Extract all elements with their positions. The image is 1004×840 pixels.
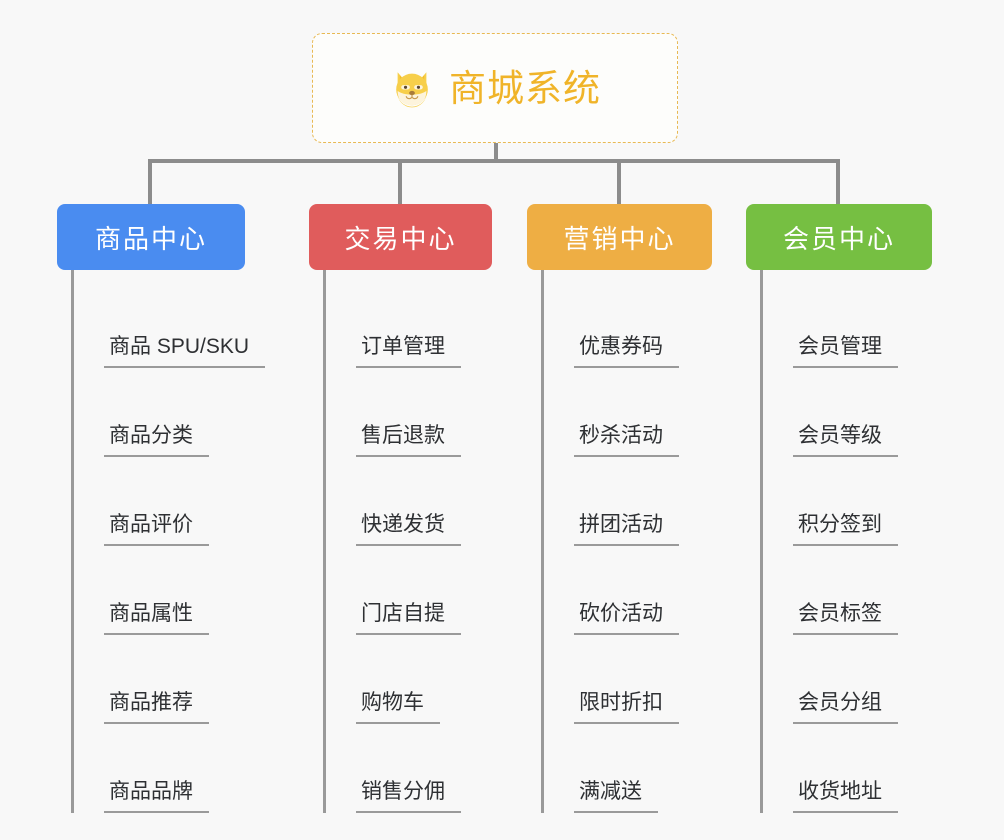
list-item[interactable]: 优惠券码 [544, 279, 712, 368]
category-header-3[interactable]: 营销中心 [527, 204, 712, 270]
category-column-1: 商品中心 商品 SPU/SKU 商品分类 商品评价 商品属性 商品推荐 商品品牌 [57, 204, 266, 813]
leaf-label: 秒杀活动 [574, 423, 679, 457]
leaf-label: 满减送 [574, 779, 658, 813]
category-label-3: 营销中心 [563, 223, 676, 254]
leaf-label: 积分签到 [793, 512, 898, 546]
leaf-list-2: 订单管理 售后退款 快递发货 门店自提 购物车 销售分佣 [323, 270, 492, 813]
list-item[interactable]: 商品 SPU/SKU [74, 279, 266, 368]
list-item[interactable]: 门店自提 [326, 546, 492, 635]
category-header-4[interactable]: 会员中心 [746, 204, 932, 270]
category-label-2: 交易中心 [344, 223, 457, 254]
connector-root-stem [494, 143, 498, 163]
connector-drop-3 [617, 159, 621, 204]
leaf-label: 商品推荐 [104, 690, 209, 724]
leaf-label: 优惠券码 [574, 334, 679, 368]
list-item[interactable]: 会员等级 [763, 368, 932, 457]
connector-drop-1 [148, 159, 152, 204]
list-item[interactable]: 商品分类 [74, 368, 265, 457]
list-item[interactable]: 拼团活动 [544, 457, 712, 546]
leaf-list-3: 优惠券码 秒杀活动 拼团活动 砍价活动 限时折扣 满减送 [541, 270, 712, 813]
leaf-list-1: 商品 SPU/SKU 商品分类 商品评价 商品属性 商品推荐 商品品牌 [71, 270, 266, 813]
list-item[interactable]: 商品品牌 [74, 724, 265, 813]
list-item[interactable]: 限时折扣 [544, 635, 712, 724]
list-item[interactable]: 积分签到 [763, 457, 932, 546]
list-item[interactable]: 满减送 [544, 724, 712, 813]
leaf-label: 砍价活动 [574, 601, 679, 635]
leaf-label: 商品品牌 [104, 779, 209, 813]
list-item[interactable]: 销售分佣 [326, 724, 492, 813]
leaf-label: 会员标签 [793, 601, 898, 635]
category-label-4: 会员中心 [782, 223, 895, 254]
list-item[interactable]: 商品推荐 [74, 635, 265, 724]
list-item[interactable]: 购物车 [326, 635, 492, 724]
leaf-label: 商品分类 [104, 423, 209, 457]
leaf-label: 会员管理 [793, 334, 898, 368]
leaf-label: 会员等级 [793, 423, 898, 457]
list-item[interactable]: 会员标签 [763, 546, 932, 635]
list-item[interactable]: 会员分组 [763, 635, 932, 724]
list-item[interactable]: 收货地址 [763, 724, 932, 813]
list-item[interactable]: 商品属性 [74, 546, 265, 635]
leaf-label: 拼团活动 [574, 512, 679, 546]
list-item[interactable]: 售后退款 [326, 368, 492, 457]
list-item[interactable]: 快递发货 [326, 457, 492, 546]
list-item[interactable]: 砍价活动 [544, 546, 712, 635]
shiba-dog-face-icon [396, 72, 428, 108]
category-header-1[interactable]: 商品中心 [57, 204, 245, 270]
connector-horizontal-bus [148, 159, 840, 163]
list-item[interactable]: 商品评价 [74, 457, 265, 546]
leaf-label: 门店自提 [356, 601, 461, 635]
root-node[interactable]: 商城系统 [312, 33, 678, 143]
list-item[interactable]: 会员管理 [763, 279, 932, 368]
leaf-label: 商品属性 [104, 601, 209, 635]
connector-drop-2 [398, 159, 402, 204]
connector-drop-4 [836, 159, 840, 204]
leaf-label: 订单管理 [356, 334, 461, 368]
leaf-label: 商品评价 [104, 512, 209, 546]
leaf-label: 商品 SPU/SKU [104, 334, 266, 368]
list-item[interactable]: 秒杀活动 [544, 368, 712, 457]
leaf-label: 会员分组 [793, 690, 898, 724]
leaf-list-4: 会员管理 会员等级 积分签到 会员标签 会员分组 收货地址 [760, 270, 932, 813]
leaf-label: 收货地址 [793, 779, 898, 813]
category-column-2: 交易中心 订单管理 售后退款 快递发货 门店自提 购物车 销售分佣 [309, 204, 492, 813]
category-column-3: 营销中心 优惠券码 秒杀活动 拼团活动 砍价活动 限时折扣 满减送 [527, 204, 712, 813]
leaf-label: 销售分佣 [356, 779, 461, 813]
category-column-4: 会员中心 会员管理 会员等级 积分签到 会员标签 会员分组 收货地址 [746, 204, 932, 813]
leaf-label: 限时折扣 [574, 690, 679, 724]
category-label-1: 商品中心 [94, 223, 207, 254]
leaf-label: 售后退款 [356, 423, 461, 457]
leaf-label: 快递发货 [356, 512, 461, 546]
list-item[interactable]: 订单管理 [326, 279, 492, 368]
root-title: 商城系统 [449, 67, 601, 109]
category-header-2[interactable]: 交易中心 [309, 204, 492, 270]
leaf-label: 购物车 [356, 690, 440, 724]
